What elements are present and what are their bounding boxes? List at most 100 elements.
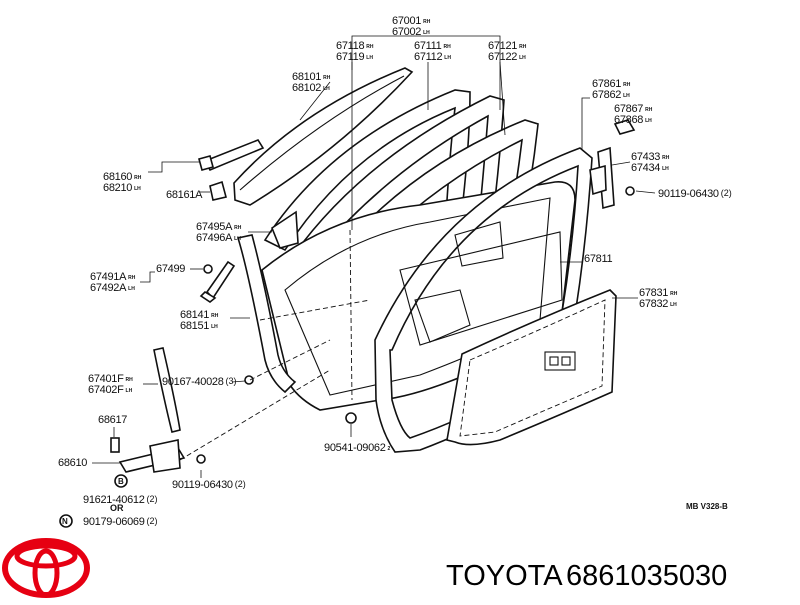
callout-67832: 67832 [639,298,668,310]
callout-side-90119b: (2) [235,479,246,489]
door-shell-inner [284,197,551,396]
callout-side-67121: RH [519,44,527,50]
or-label: OR [110,503,124,513]
callout-67434: 67434 [631,162,660,174]
bolt-90541 [345,412,357,424]
callout-side-67112: LH [444,55,451,61]
assembly-line-3 [349,229,353,401]
callout-side-90167: (3) [226,376,237,386]
callout-90167: 90167-40028 [162,376,224,388]
leader-67433 [611,161,631,166]
callout-side-67111: RH [443,44,451,50]
callout-side-67433: RH [662,155,670,161]
callout-67499: 67499 [156,263,185,275]
callout-67491: 67491A [90,271,127,283]
leader-67861 [581,97,590,150]
callout-67001: 67001 [392,15,421,27]
diagram-reference: MB V328-B [686,502,728,511]
door-trim-panel [399,231,563,346]
leader-90167 [231,380,246,383]
callout-side-67491: RH [128,275,136,281]
service-hole-cover-outline [459,299,606,437]
leader-67001-b [392,35,501,110]
callout-side-91621: (2) [147,494,158,504]
callout-side-67867: RH [645,107,653,113]
callout-68151: 68151 [180,320,209,332]
leader-90119a [635,190,656,194]
callout-68210: 68210 [103,182,132,194]
bolt-90119-upper [625,186,635,196]
callout-side-67832: LH [670,302,677,308]
callout-side-90541: 2 [388,446,391,452]
glass-clip [209,180,227,201]
leader-68160 [148,161,200,173]
assembly-line-1 [179,369,331,461]
callout-67831: 67831 [639,287,668,299]
toyota-logo-inner-horizontal [14,543,78,569]
callout-side-67402: LH [126,388,133,394]
marker-n-label: N [62,517,68,526]
callout-67495: 67495A [196,221,233,233]
door-seal-strip [153,347,181,433]
door-glass-inner-line [239,75,405,191]
callout-67492: 67492A [90,282,127,294]
door-hinge-lower [589,164,607,196]
speaker-cutout [544,351,576,371]
callout-68160: 68160 [103,171,132,183]
service-hole-cover [446,289,617,446]
callout-side-68210: LH [134,186,141,192]
toyota-logo [2,538,90,598]
leader-67491 [140,271,155,283]
door-panel-opening [414,289,471,343]
callout-68141: 68141 [180,309,209,321]
callout-side-67862: LH [623,93,630,99]
callout-side-68102: LH [323,86,330,92]
door-check-pin [110,437,120,453]
front-run-channel [236,234,297,394]
callout-67122: 67122 [488,51,517,63]
speaker-cutout-hole-right [561,356,571,366]
door-glass [233,67,414,206]
callout-67002: 67002 [392,26,421,38]
callout-side-68160: RH [134,175,142,181]
callout-90119a: 90119-06430 [658,188,719,200]
callout-side-67496: LH [234,236,241,242]
leader-67001 [351,35,392,230]
callout-67119: 67119 [336,51,364,63]
callout-90119b: 90119-06430 [172,479,233,491]
callout-side-67002: LH [423,30,430,36]
assembly-line-2 [249,339,331,381]
callout-side-68101: RH [323,75,331,81]
brand-name: TOYOTA [446,560,563,592]
retaining-clip [613,119,636,135]
callout-68610: 68610 [58,457,87,469]
assembly-line-4 [259,299,371,321]
callout-side-67001: RH [423,19,431,25]
callout-67862: 67862 [592,89,621,101]
callout-68101: 68101 [292,71,321,83]
callout-side-67495: RH [234,225,242,231]
grommet-67499 [203,264,213,274]
marker-b-circle [114,474,128,488]
callout-side-67868: LH [645,118,652,124]
corner-bracket [271,210,299,249]
bolt-90167 [244,375,254,385]
callout-67402: 67402F [88,384,124,396]
callout-67118: 67118 [336,40,364,52]
callout-side-90119a: (2) [721,188,732,198]
callout-side-67492: LH [128,286,135,292]
callout-side-90179: (2) [147,516,158,526]
callout-67496: 67496A [196,232,233,244]
bolt-90119-lower [196,454,206,464]
callout-67401: 67401F [88,373,124,385]
callout-side-67118: RH [366,44,374,50]
callout-side-67861: RH [623,82,631,88]
callout-side-67434: LH [662,166,669,172]
callout-67867: 67867 [614,103,643,115]
toyota-logo-inner-vertical [32,548,60,598]
callout-side-67401: RH [126,377,134,383]
callout-67811: 67811 [584,253,612,265]
